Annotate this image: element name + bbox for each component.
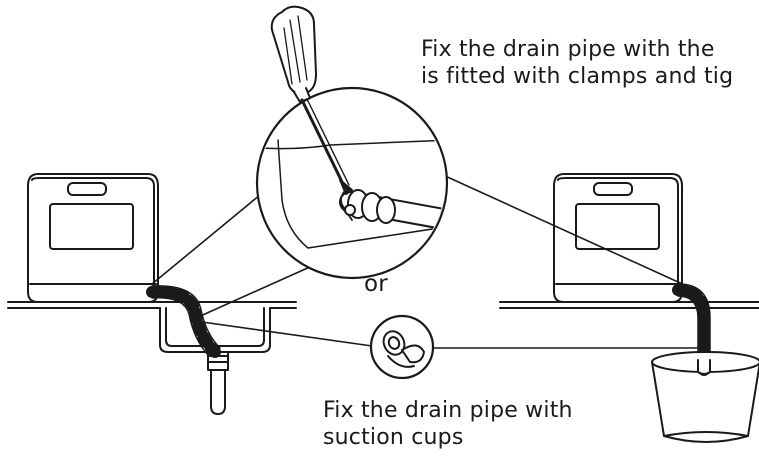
suction-cup-icon xyxy=(369,314,435,380)
right-dishwasher-icon xyxy=(553,173,683,303)
clamp-icon xyxy=(340,189,396,224)
left-drain-pipe-icon xyxy=(146,285,221,358)
callout-lines xyxy=(151,169,701,349)
magnified-clamp-detail xyxy=(255,86,449,280)
suction-cup-instruction-note: Fix the drain pipe with suction cups xyxy=(323,397,573,451)
left-dishwasher-icon xyxy=(27,173,159,303)
clamp-instruction-line-1: Fix the drain pipe with the xyxy=(421,37,715,62)
bucket-icon xyxy=(651,351,759,443)
suction-cup-instruction-line-1: Fix the drain pipe with xyxy=(323,398,573,423)
suction-cup-instruction-line-2: suction cups xyxy=(323,425,464,450)
clamp-instruction-note: Fix the drain pipe with the is fitted wi… xyxy=(421,36,759,90)
or-label: or xyxy=(364,271,388,297)
clamp-instruction-line-2: is fitted with clamps and tig xyxy=(421,64,734,89)
screwdriver-icon xyxy=(270,5,353,195)
